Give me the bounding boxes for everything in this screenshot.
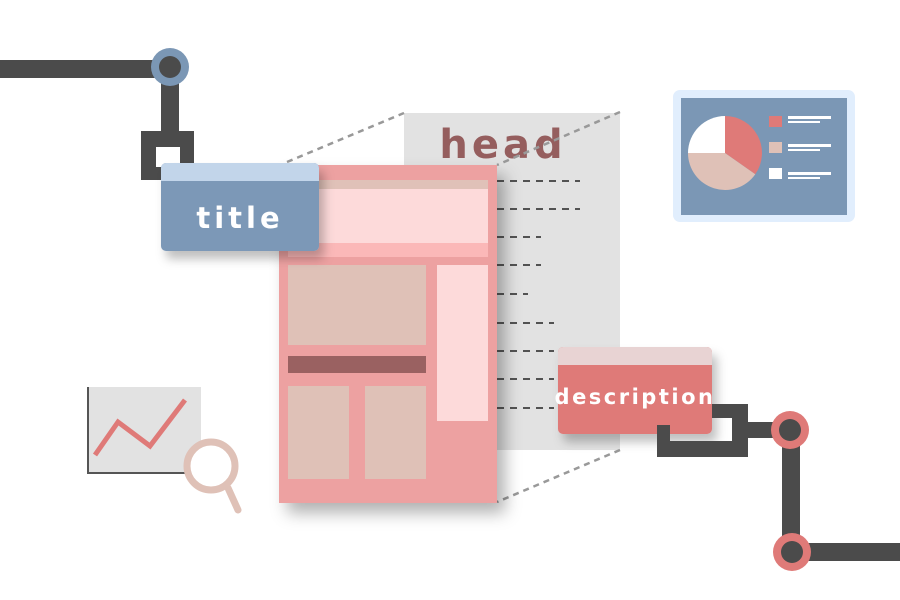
- gripper-icon: [657, 404, 790, 457]
- title-label: title: [196, 201, 283, 235]
- robot-arm-bottom-right: [657, 404, 900, 571]
- description-card: [558, 347, 712, 434]
- line-chart-icon: [87, 387, 201, 474]
- magnifier-icon: [183, 438, 242, 514]
- robot-arm-top-left: [0, 48, 194, 180]
- pie-chart-screen-icon: [673, 90, 855, 222]
- head-label: head: [439, 122, 566, 168]
- title-card: [161, 163, 319, 251]
- code-lines: [497, 180, 580, 409]
- description-label: description: [555, 385, 716, 409]
- projection-lines: [286, 110, 621, 504]
